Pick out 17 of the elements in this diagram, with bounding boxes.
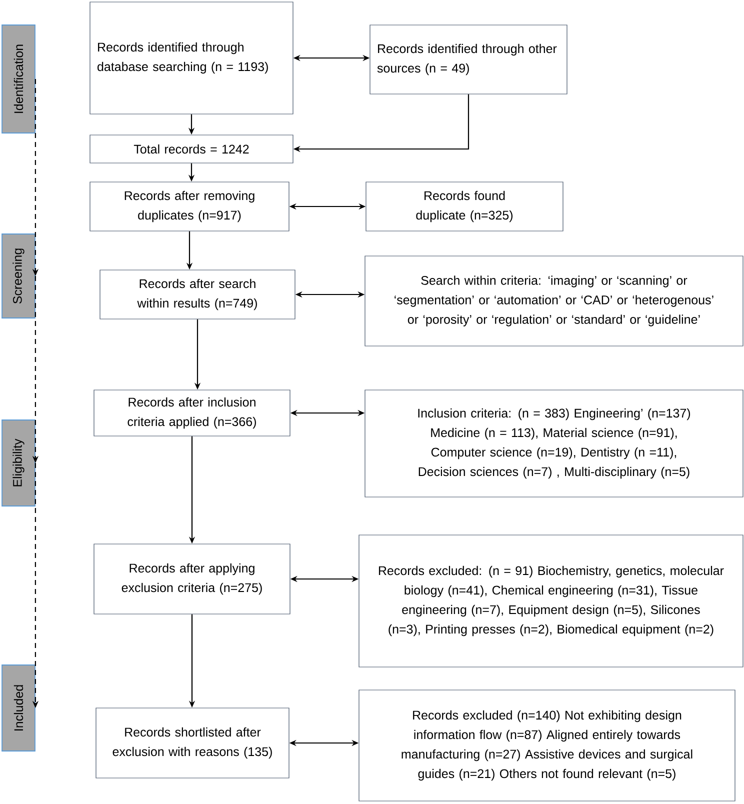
process-box: Records shortlisted after exclusion with reasons (135) bbox=[96, 708, 290, 778]
process-box: Total records = 1242 bbox=[90, 134, 294, 164]
process-box: Records identified through database searching (n = 1193) bbox=[90, 2, 294, 114]
process-box: Records after inclusion criteria applied (n=366) bbox=[94, 390, 290, 436]
stage-label: Eligibility bbox=[2, 420, 36, 506]
process-box: Records after search within results (n=749) bbox=[100, 270, 296, 320]
info-box: Records identified through other sources (n = 49) bbox=[370, 24, 568, 94]
stage-label: Included bbox=[2, 664, 36, 752]
info-box: Records found duplicate (n=325) bbox=[366, 182, 564, 232]
info-box: Inclusion criteria: (n = 383) Engineering’ (n=137) Medicine (n = 113), Material science (n=91), Computer science (n=19), Dentistry (n =11), Decision sciences (n=7) , Multi-disciplinary (n=5) bbox=[364, 390, 744, 498]
info-box: Records excluded: (n = 91) Biochemistry, genetics, molecular biology (n=41), Chemical engineering (n=31), Tissue engineering (n=7), Equipment design (n=5), Silicones (n=3), Printing presses (n=2), Biomedical equipment (n=2) bbox=[358, 534, 744, 668]
info-box: Search within criteria: ‘imaging’ or ‘scanning’ or ‘segmentation’ or ‘automation’ or ‘CAD’ or ‘heterogenous’ or ‘porosity’ or ‘regulation’ or ‘standard’ or ‘guideline’ bbox=[364, 256, 744, 346]
process-box: Records after removing duplicates (n=917) bbox=[90, 182, 290, 232]
process-box: Records after applying exclusion criteria (n=275) bbox=[94, 544, 290, 614]
stage-label: Screening bbox=[2, 234, 36, 318]
stage-label: Identification bbox=[2, 24, 36, 134]
info-box: Records excluded (n=140) Not exhibiting design information flow (n=87) Aligned entirely towards manufacturing (n=27) Assistive devices and surgical guides (n=21) Others not found relevant (n=5) bbox=[358, 690, 736, 802]
